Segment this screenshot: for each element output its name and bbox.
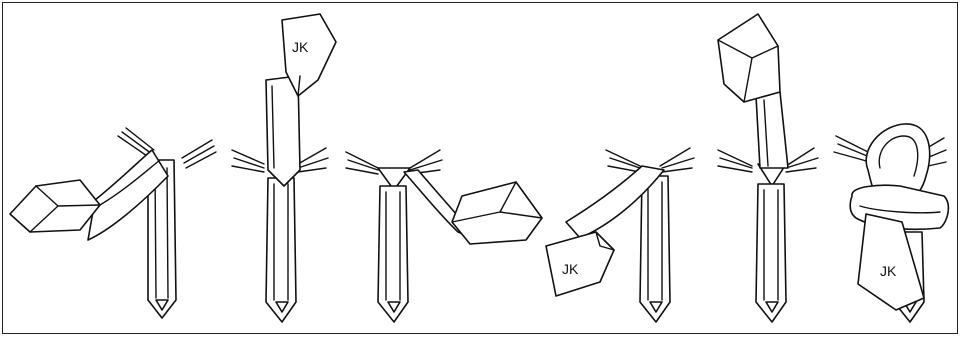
step-5-wide-tip — [718, 14, 780, 102]
step-2-wide-blade — [266, 76, 300, 186]
step-2-label: JK — [292, 39, 309, 55]
step-5-wide-blade — [756, 92, 788, 168]
step-4-wide-tip — [546, 232, 614, 296]
step-6-label: JK — [880, 263, 897, 279]
step-4-label: JK — [562, 261, 579, 277]
step-2: JK — [232, 14, 336, 322]
step-1 — [10, 128, 216, 318]
step-5 — [718, 14, 818, 322]
step-4-narrow-blade — [640, 176, 670, 322]
step-2-narrow-blade — [266, 178, 296, 322]
step-6: JK — [834, 124, 948, 322]
step-3 — [346, 150, 542, 322]
step-4: JK — [546, 148, 694, 322]
